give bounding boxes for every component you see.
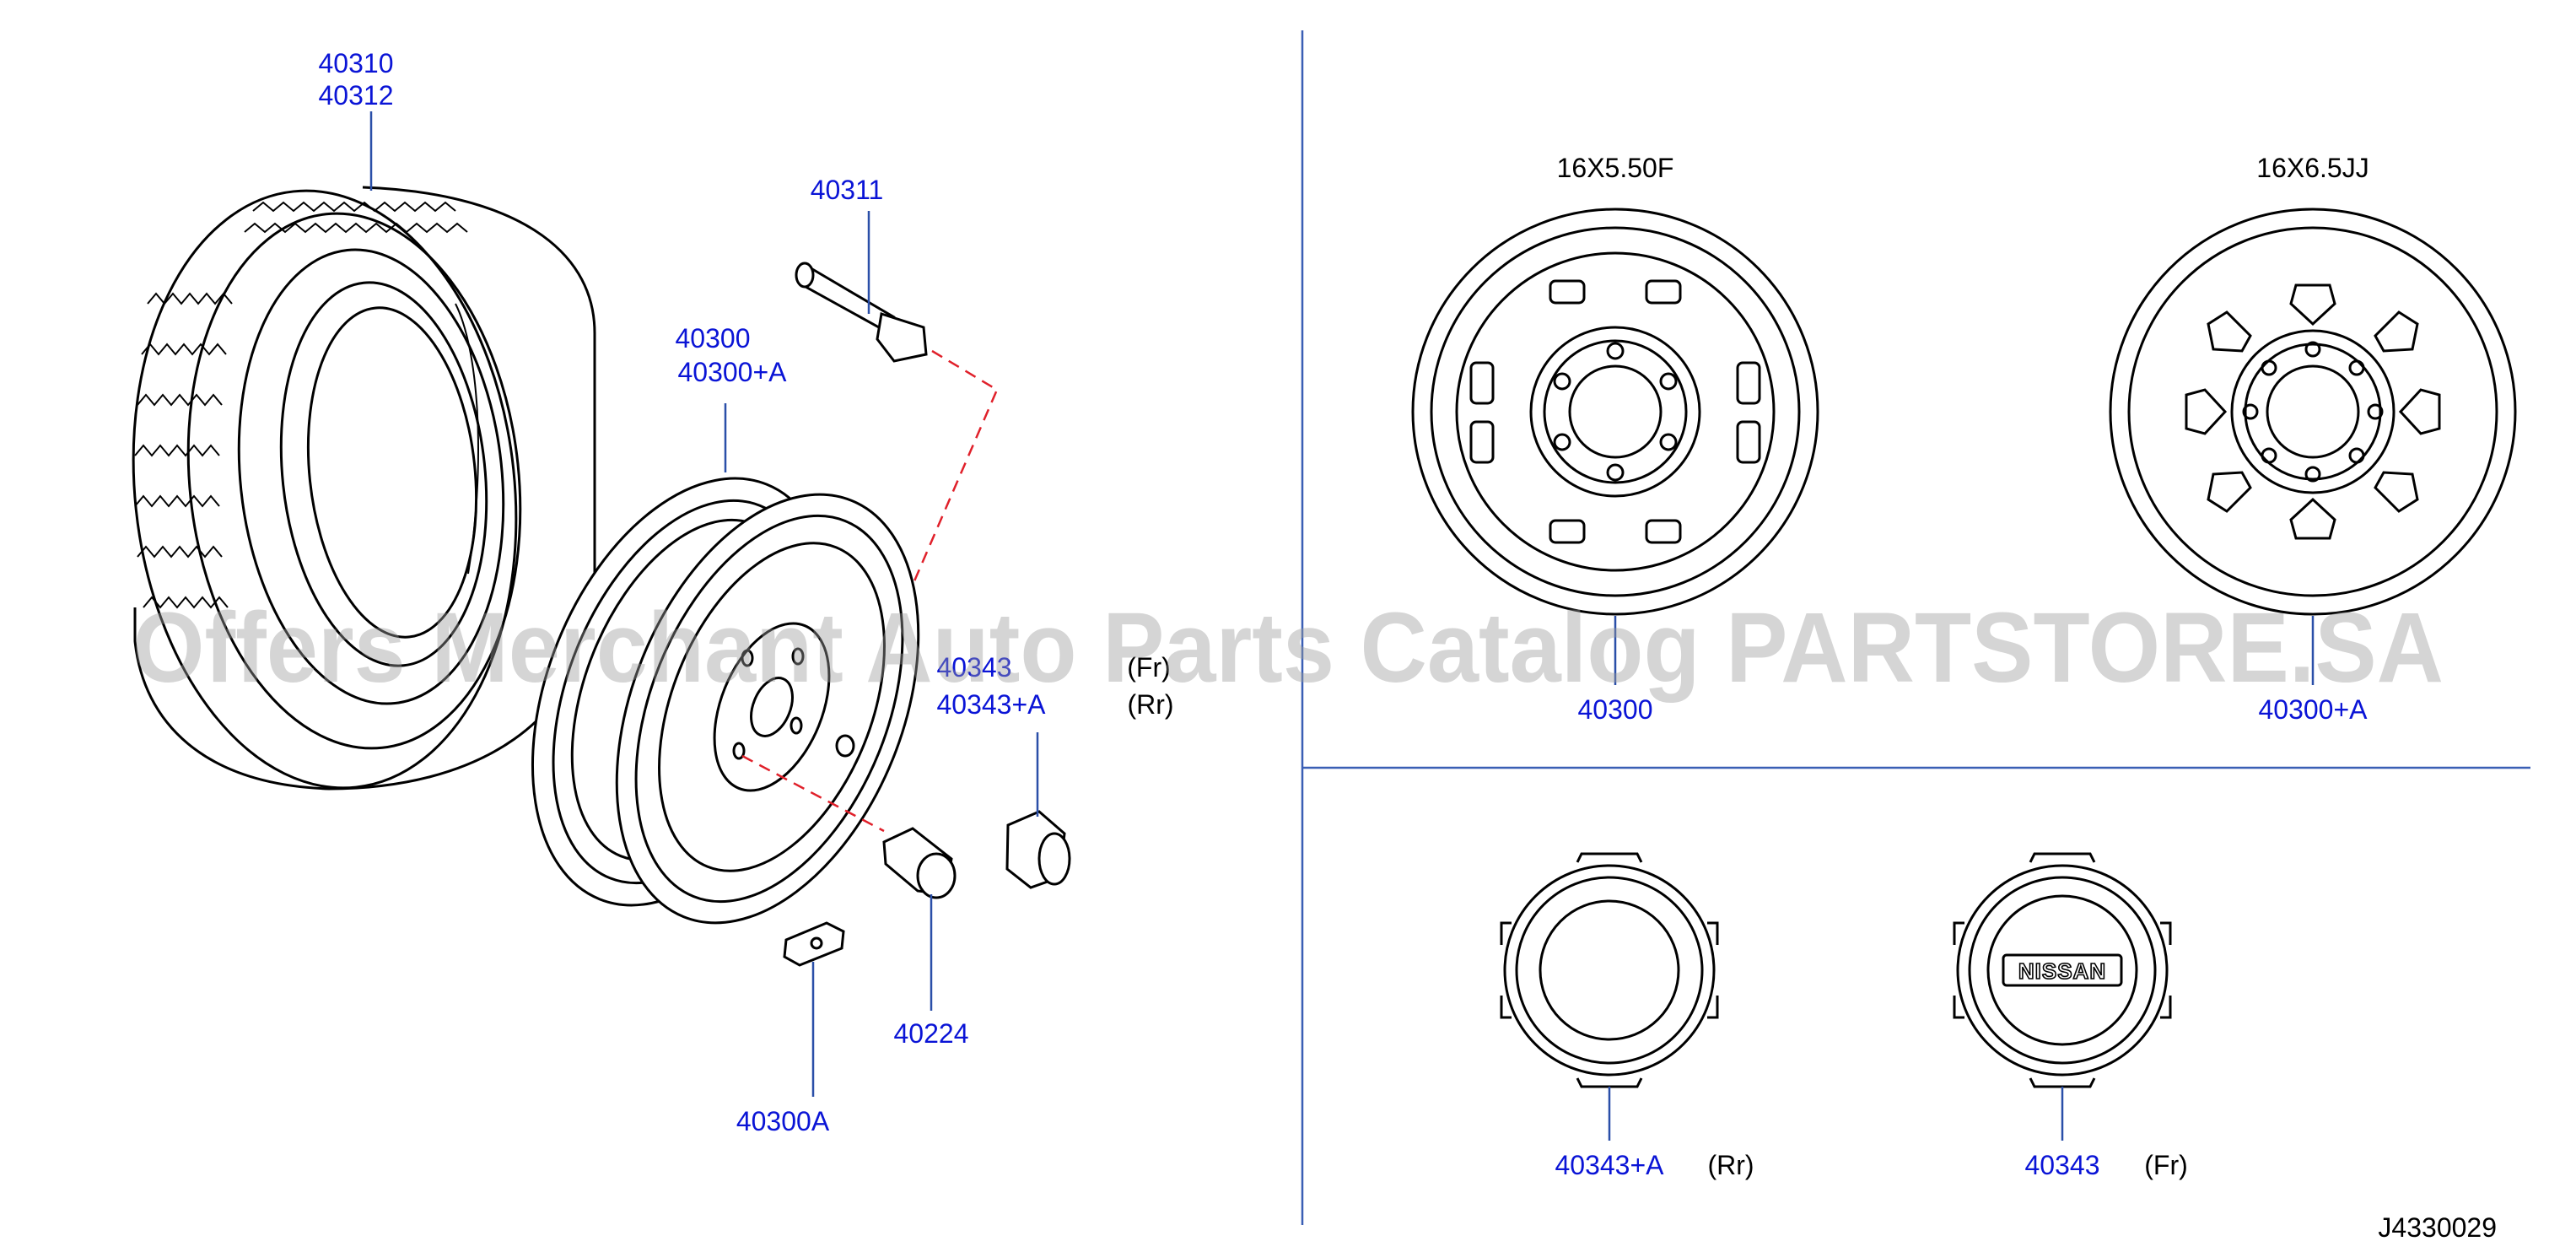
cap-fr-note: (Fr) <box>1127 652 1171 683</box>
wheel-2-illustration <box>2109 208 2517 616</box>
wheel-1-part-number: 40300 <box>1578 694 1653 725</box>
nut-illustration <box>882 827 957 899</box>
tire-part-number: 40310 <box>319 48 394 78</box>
cap-rr-note: (Rr) <box>1127 689 1173 720</box>
wheel-2-size: 16X6.5JJ <box>2256 153 2369 183</box>
cap-fr-part-number: 40343 <box>937 652 1012 683</box>
cap-fr-diagram-note: (Fr) <box>2144 1150 2188 1180</box>
diagram-code: J4330029 <box>2378 1212 2497 1243</box>
wheel-alt-part-number: 40300+A <box>677 357 787 387</box>
tire-illustration <box>132 186 596 791</box>
cap-fr-illustration <box>1953 852 2172 1088</box>
nut-dashed-link <box>741 754 885 833</box>
wheel-2-part-number: 40300+A <box>2258 694 2368 725</box>
watermark: Offers Merchant Auto Parts Catalog PARTS… <box>132 592 2444 704</box>
nissan-logo-text: NISSAN <box>2018 958 2106 984</box>
cap-fr-diagram-part-number: 40343 <box>2025 1150 2100 1180</box>
cap-rr-part-number: 40343+A <box>936 689 1046 720</box>
valve-illustration <box>795 262 928 363</box>
valve-part-number: 40311 <box>811 175 884 205</box>
cap-illustration <box>1005 810 1071 889</box>
cap-rr-diagram-part-number: 40343+A <box>1555 1150 1664 1180</box>
wheel-1-size: 16X5.50F <box>1557 153 1674 183</box>
tire-alt-part-number: 40312 <box>319 80 394 111</box>
nut-part-number: 40224 <box>894 1018 969 1049</box>
wheel-1-illustration <box>1411 208 1819 616</box>
weight-part-number: 40300A <box>736 1106 830 1136</box>
cap-rr-illustration <box>1500 852 1719 1088</box>
cap-rr-diagram-note: (Rr) <box>1707 1150 1754 1180</box>
wheel-part-number: 40300 <box>676 323 751 353</box>
wheel-illustration <box>531 477 920 925</box>
weight-illustration <box>783 921 845 967</box>
